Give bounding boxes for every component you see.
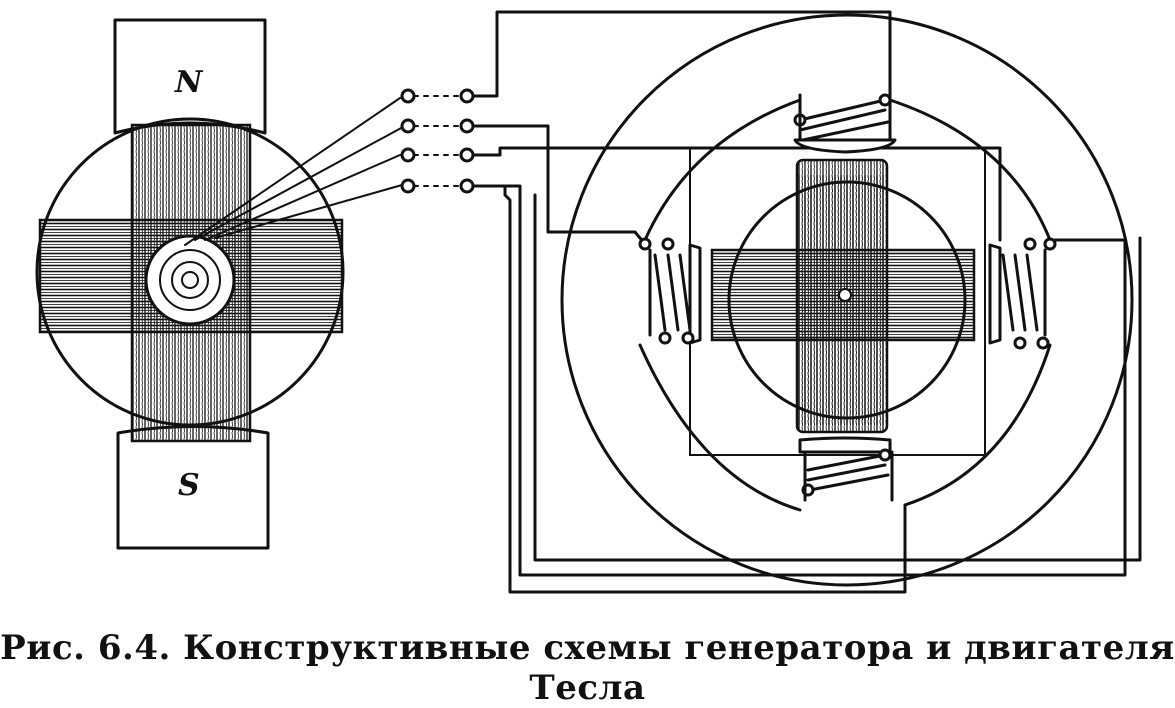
- motor-stator-ring: [638, 98, 1052, 512]
- motor-right-coil: [988, 237, 1057, 350]
- switch-terminals: [400, 88, 475, 194]
- south-pole-magnet: S: [116, 425, 270, 550]
- motor-bottom-coil: [798, 436, 894, 502]
- north-pole-label: N: [174, 65, 204, 100]
- generator: N S: [35, 18, 404, 550]
- south-pole-label: S: [178, 468, 200, 503]
- figure-caption: Рис. 6.4. Конструктивные схемы генератор…: [0, 628, 1175, 708]
- north-pole-magnet: N: [113, 18, 267, 135]
- generator-hub: [144, 234, 236, 326]
- motor-outer-housing: [560, 13, 1134, 587]
- motor-shaft: [838, 288, 852, 302]
- motor-top-coil: [793, 93, 897, 154]
- tesla-diagram: N S: [0, 10, 1174, 708]
- motor-left-coil: [638, 237, 702, 345]
- motor: [560, 13, 1134, 587]
- diagram-svg: N S: [35, 10, 1142, 594]
